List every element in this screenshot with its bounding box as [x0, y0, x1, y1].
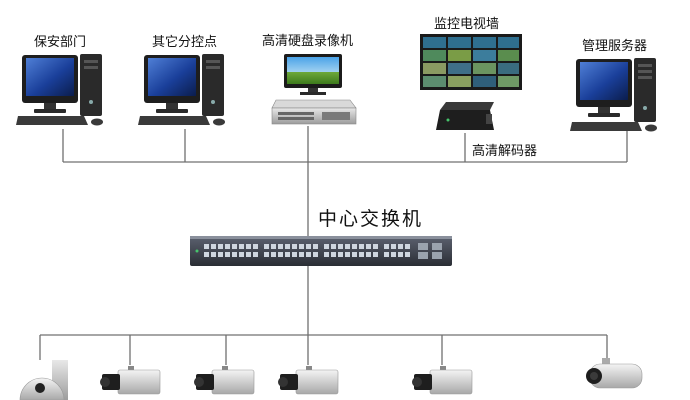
connection-lines — [39, 126, 628, 365]
box-camera-icon — [412, 366, 473, 395]
bullet-camera-icon — [586, 358, 643, 389]
nvr-icon — [271, 54, 357, 125]
label-other-control: 其它分控点 — [152, 35, 218, 50]
label-video-wall: 监控电视墙 — [434, 17, 500, 32]
pc-workstation-icon — [16, 54, 103, 126]
video-wall-icon — [420, 34, 522, 90]
decoder-icon — [436, 102, 494, 130]
label-core-switch: 中心交换机 — [318, 208, 424, 230]
label-hd-decoder: 高清解码器 — [472, 144, 538, 159]
box-camera-icon — [100, 366, 161, 395]
box-camera-icon — [278, 366, 339, 395]
network-switch-icon — [190, 236, 452, 266]
pc-workstation-icon — [138, 54, 225, 126]
dome-camera-icon — [19, 360, 68, 400]
label-mgmt-server: 管理服务器 — [582, 39, 648, 54]
box-camera-icon — [194, 366, 255, 395]
label-hd-nvr: 高清硬盘录像机 — [262, 34, 354, 49]
pc-workstation-icon — [570, 58, 657, 132]
label-security-dept: 保安部门 — [34, 35, 87, 50]
